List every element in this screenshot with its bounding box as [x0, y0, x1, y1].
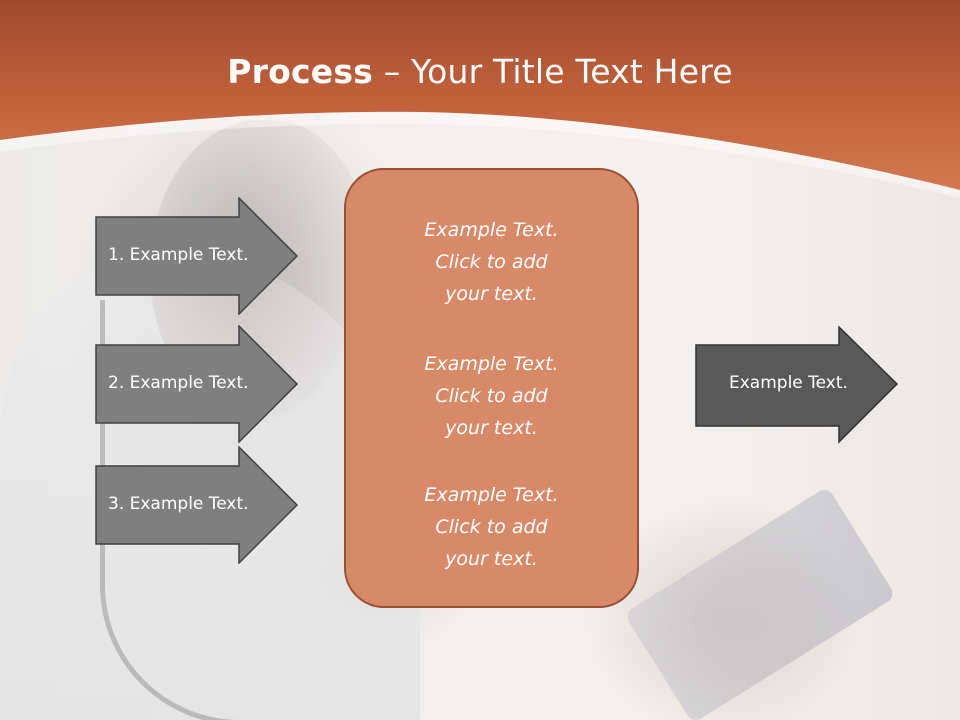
center-block-2-line3: your text. — [445, 417, 538, 439]
center-block-1: Example Text. Click to add your text. — [346, 214, 637, 310]
left-arrow-2[interactable] — [95, 325, 300, 443]
header-band — [0, 0, 960, 198]
center-text-box[interactable]: Example Text. Click to add your text. Ex… — [344, 168, 639, 608]
center-block-2-line1: Example Text. — [424, 353, 559, 375]
center-block-2-line2: Click to add — [435, 385, 548, 407]
left-arrow-1-label: 1. Example Text. — [108, 245, 249, 265]
left-arrow-1[interactable] — [95, 197, 300, 315]
right-arrow[interactable] — [695, 326, 900, 444]
left-arrow-3-label: 3. Example Text. — [108, 494, 249, 514]
left-arrow-3[interactable] — [95, 446, 300, 564]
page-title: Process – Your Title Text Here — [0, 52, 960, 91]
center-block-1-line2: Click to add — [435, 251, 548, 273]
center-block-2: Example Text. Click to add your text. — [346, 348, 637, 444]
center-block-3-line2: Click to add — [435, 516, 548, 538]
center-block-1-line1: Example Text. — [424, 219, 559, 241]
title-bold: Process — [227, 52, 374, 91]
center-block-3-line3: your text. — [445, 548, 538, 570]
center-block-3: Example Text. Click to add your text. — [346, 479, 637, 575]
title-rest: – Your Title Text Here — [373, 52, 733, 91]
right-arrow-label: Example Text. — [729, 373, 848, 393]
center-block-3-line1: Example Text. — [424, 484, 559, 506]
center-block-1-line3: your text. — [445, 283, 538, 305]
left-arrow-2-label: 2. Example Text. — [108, 373, 249, 393]
